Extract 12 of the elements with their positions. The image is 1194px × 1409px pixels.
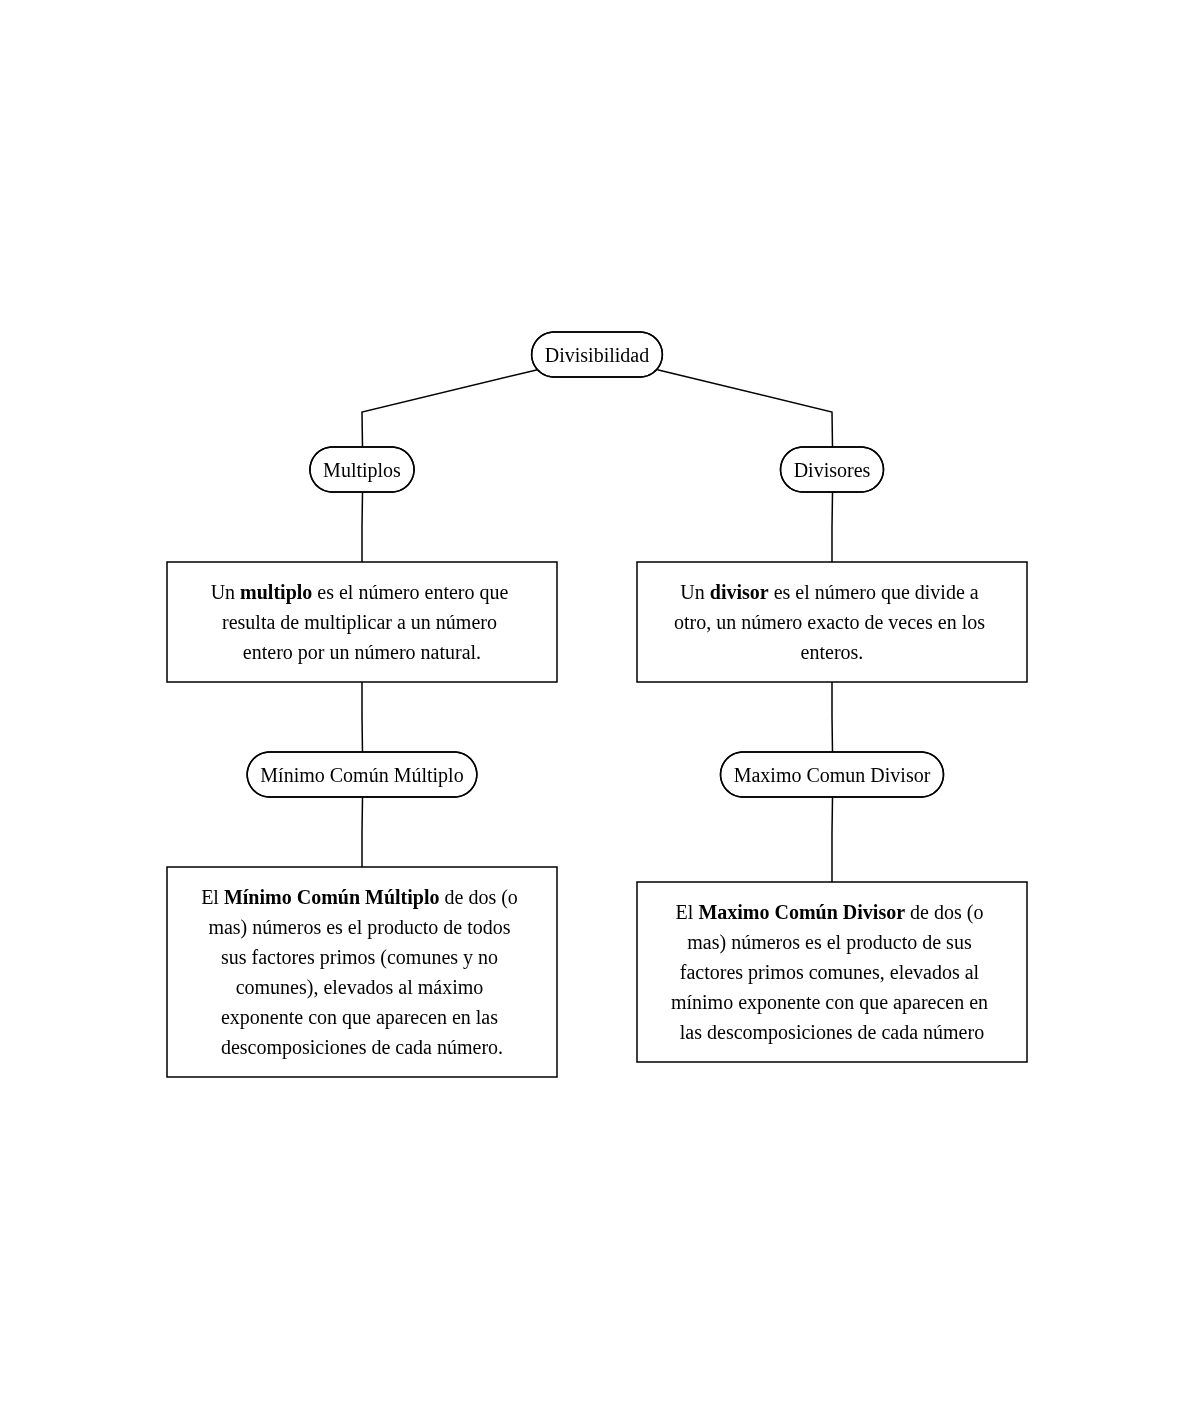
connector xyxy=(831,796,834,883)
connector xyxy=(831,681,834,754)
connector xyxy=(656,368,834,449)
node-box: Un multiplo es el número entero que resulta de multiplicar a un número entero por un número natural. xyxy=(166,561,558,683)
node-box: El Mínimo Común Múltiplo de dos (o mas) números es el producto de todos sus factores primos (comunes y no comunes), elevados al máximo exponente con que aparecen en las descomposiciones de cada número. xyxy=(166,866,558,1078)
connector xyxy=(361,491,364,563)
connector xyxy=(361,796,364,868)
connector xyxy=(831,491,834,563)
connector xyxy=(361,681,364,754)
node-box: El Maximo Común Divisor de dos (o mas) números es el producto de sus factores primos comunes, elevados al mínimo exponente con que aparecen en las descomposiciones de cada número xyxy=(636,881,1028,1063)
connector xyxy=(361,368,539,449)
node-box: Un divisor es el número que divide a otro, un número exacto de veces en los enteros. xyxy=(636,561,1028,683)
